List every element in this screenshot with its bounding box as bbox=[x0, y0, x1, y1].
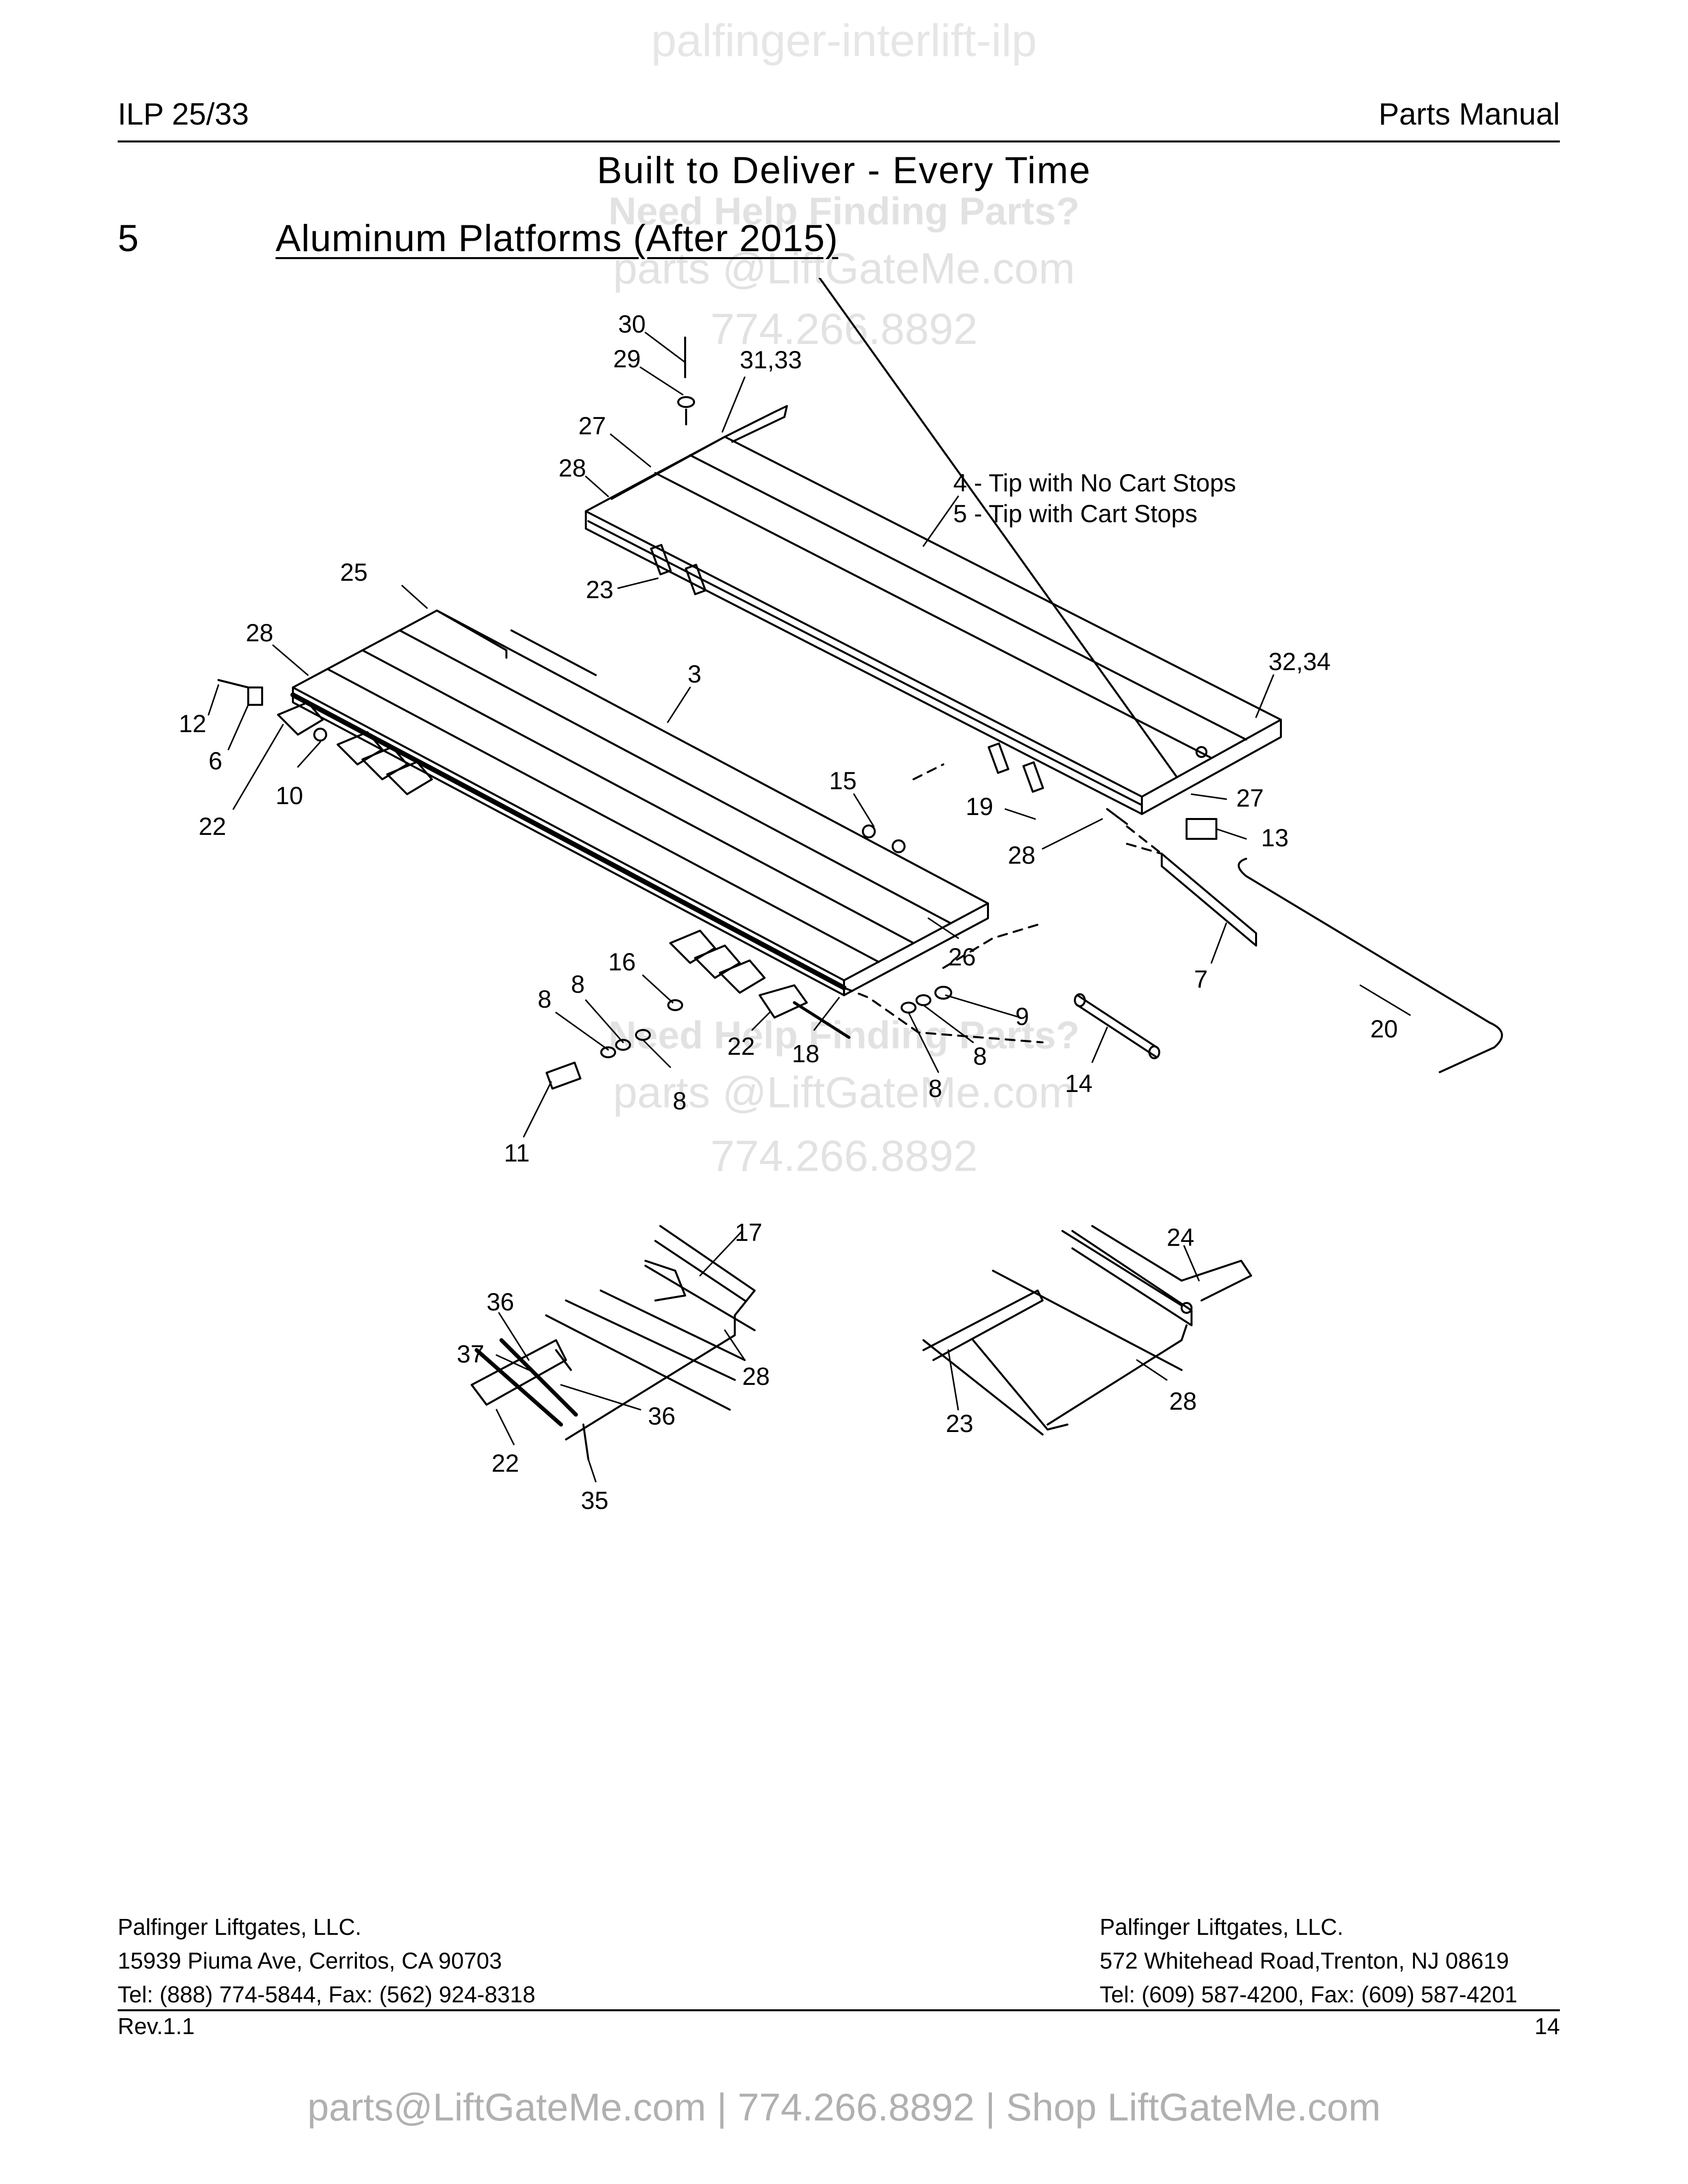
callout-10: 10 bbox=[276, 782, 303, 810]
callout-28c: 28 bbox=[1008, 841, 1036, 869]
callout-6: 6 bbox=[209, 747, 222, 775]
callout-20: 20 bbox=[1370, 1015, 1398, 1043]
callout-16: 16 bbox=[608, 948, 636, 976]
callout-12: 12 bbox=[179, 710, 207, 738]
callout-3: 3 bbox=[688, 660, 702, 688]
detail-left-drawing bbox=[471, 1225, 756, 1460]
callout-25: 25 bbox=[340, 558, 368, 586]
footer-left-company: Palfinger Liftgates, LLC. bbox=[118, 1914, 361, 1940]
detail-right-drawing bbox=[922, 1225, 1252, 1435]
footer-right-company: Palfinger Liftgates, LLC. bbox=[1100, 1914, 1343, 1940]
watermark-phone-2: 774.266.8892 bbox=[710, 1131, 978, 1180]
callout-31-33: 31,33 bbox=[740, 346, 802, 374]
revision: Rev.1.1 bbox=[118, 2013, 195, 2039]
watermark-email-2: parts @LiftGateMe.com bbox=[613, 1068, 1075, 1117]
tip-platform-drawing bbox=[585, 278, 1282, 825]
callout-35: 35 bbox=[581, 1487, 609, 1514]
main-platform-drawing bbox=[277, 610, 989, 1039]
tip-note-no-cart-stops: 4 - Tip with No Cart Stops bbox=[953, 469, 1236, 497]
callout-14: 14 bbox=[1065, 1070, 1093, 1097]
callout-11: 11 bbox=[504, 1139, 530, 1167]
callout-32-34: 32,34 bbox=[1268, 648, 1331, 676]
watermark-email: parts @LiftGateMe.com bbox=[613, 244, 1075, 293]
footer-left-street: 15939 Piuma Ave, Cerritos, CA 90703 bbox=[118, 1948, 502, 1974]
callout-23a: 23 bbox=[586, 576, 614, 604]
contact-bar: parts@LiftGateMe.com | 774.266.8892 | Sh… bbox=[307, 2085, 1381, 2129]
callout-22a: 22 bbox=[199, 813, 226, 840]
section-number: 5 bbox=[118, 217, 139, 260]
callout-28a: 28 bbox=[559, 454, 586, 482]
header-model: ILP 25/33 bbox=[118, 97, 249, 132]
callout-19: 19 bbox=[966, 793, 993, 820]
callout-18: 18 bbox=[792, 1040, 820, 1068]
callout-28d: 28 bbox=[742, 1363, 770, 1390]
footer-right-address: Palfinger Liftgates, LLC. 572 Whitehead … bbox=[1100, 1910, 1517, 2011]
callout-8e: 8 bbox=[673, 1087, 687, 1115]
callout-24: 24 bbox=[1167, 1224, 1195, 1251]
callout-leaders bbox=[208, 332, 1411, 1483]
callout-8a: 8 bbox=[538, 985, 552, 1013]
callout-8b: 8 bbox=[571, 970, 585, 998]
callout-30: 30 bbox=[618, 310, 646, 338]
callout-26: 26 bbox=[948, 943, 976, 971]
page-number: 14 bbox=[1534, 2013, 1560, 2039]
callout-22c: 22 bbox=[492, 1449, 519, 1477]
callout-23b: 23 bbox=[946, 1410, 974, 1437]
callout-22b: 22 bbox=[727, 1032, 755, 1060]
loose-parts-drawing bbox=[217, 337, 1503, 1090]
footer-rule bbox=[118, 2009, 1560, 2011]
callout-28b: 28 bbox=[246, 619, 274, 647]
callout-37: 37 bbox=[457, 1340, 485, 1368]
callout-28e: 28 bbox=[1169, 1387, 1197, 1415]
watermark-top: palfinger-interlift-ilp bbox=[651, 15, 1037, 66]
callout-13: 13 bbox=[1261, 824, 1289, 852]
header-doc-type: Parts Manual bbox=[1378, 97, 1560, 132]
callout-36a: 36 bbox=[487, 1288, 514, 1316]
header-rule bbox=[118, 140, 1560, 142]
footer-left-phone: Tel: (888) 774-5844, Fax: (562) 924-8318 bbox=[118, 1981, 536, 2007]
callout-15: 15 bbox=[829, 767, 857, 795]
tip-note-cart-stops: 5 - Tip with Cart Stops bbox=[953, 500, 1197, 528]
callout-9: 9 bbox=[1015, 1003, 1029, 1030]
callout-labels: 30 29 31,33 27 28 25 23 28 3 32,34 12 6 … bbox=[179, 310, 1398, 1514]
callout-27b: 27 bbox=[1236, 784, 1264, 812]
footer-right-phone: Tel: (609) 587-4200, Fax: (609) 587-4201 bbox=[1100, 1981, 1518, 2007]
footer-right-street: 572 Whitehead Road,Trenton, NJ 08619 bbox=[1100, 1948, 1509, 1974]
parts-diagram: 30 29 31,33 27 28 25 23 28 3 32,34 12 6 … bbox=[0, 278, 1688, 1549]
callout-8d: 8 bbox=[928, 1075, 942, 1102]
callout-36b: 36 bbox=[648, 1402, 676, 1430]
callout-8c: 8 bbox=[973, 1042, 987, 1070]
callout-29: 29 bbox=[613, 345, 641, 373]
watermark-help-heading: Need Help Finding Parts? bbox=[608, 189, 1080, 233]
callout-7: 7 bbox=[1194, 965, 1208, 993]
section-title: Aluminum Platforms (After 2015) bbox=[276, 217, 839, 260]
footer-left-address: Palfinger Liftgates, LLC. 15939 Piuma Av… bbox=[118, 1910, 535, 2011]
tagline: Built to Deliver - Every Time bbox=[597, 149, 1091, 192]
callout-27a: 27 bbox=[578, 412, 606, 440]
callout-17: 17 bbox=[735, 1219, 763, 1246]
